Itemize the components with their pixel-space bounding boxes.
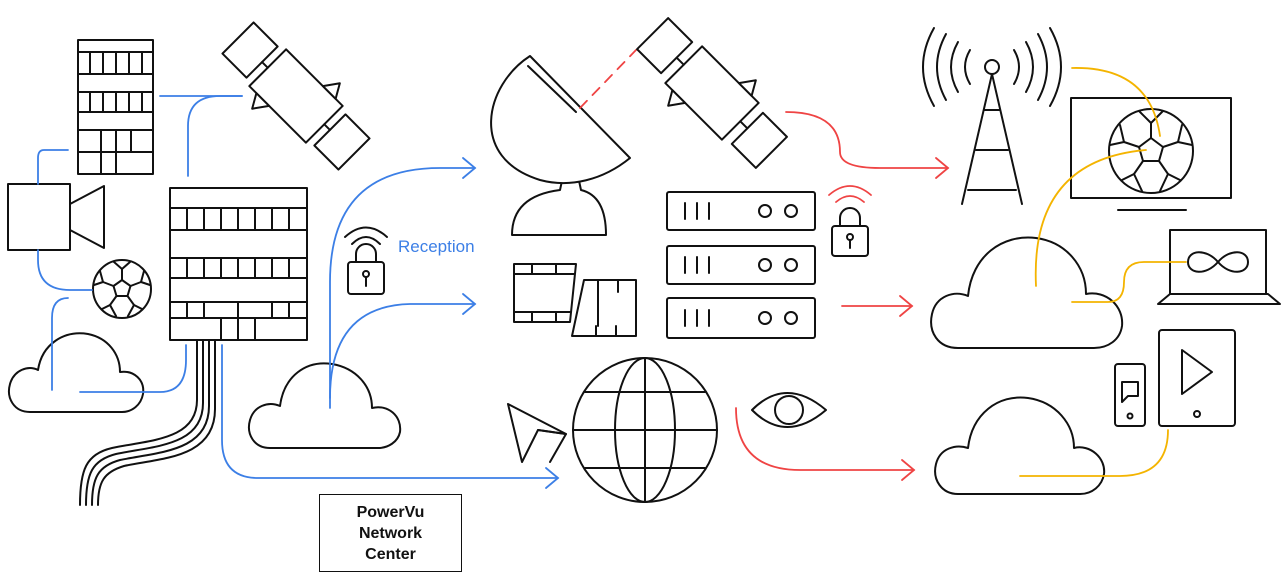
network-center-label: PowerVu Network Center [319, 494, 462, 572]
video-camera-icon [7, 183, 105, 251]
padlock-icon-reception [344, 226, 388, 295]
globe-icon [572, 357, 718, 503]
server-rack-icon [666, 191, 816, 339]
network-center-line-1: PowerVu [356, 503, 425, 521]
headquarters-building-icon [169, 187, 308, 341]
phone-icon [1114, 363, 1146, 427]
satellite-icon-left [221, 21, 371, 171]
cloud-icon-center-left [248, 362, 402, 449]
soccer-ball-icon-left [92, 259, 152, 319]
office-building-icon [77, 39, 154, 175]
fiber-cables-icon [79, 339, 216, 506]
broadcast-tower-icon [922, 27, 1062, 205]
paper-plane-icon [507, 403, 567, 463]
uplink-connections [37, 95, 560, 489]
play-icon [1181, 349, 1213, 395]
cloud-icon-right-top [930, 236, 1124, 349]
satellite-icon-center [636, 17, 788, 169]
delivery-connections [1019, 67, 1187, 477]
tablet-icon [1158, 329, 1236, 427]
infinity-icon [1187, 251, 1249, 273]
satellite-dish-icon [490, 49, 637, 236]
eye-icon [751, 392, 827, 428]
receiver-card-icon [513, 263, 637, 337]
network-center-line-3: Center [365, 545, 416, 563]
laptop-icon [1157, 229, 1281, 305]
distribution-connections [735, 111, 950, 481]
reception-label: Reception [398, 237, 475, 256]
cloud-icon-left [8, 332, 145, 413]
padlock-icon-secure [828, 185, 872, 257]
soccer-ball-icon-monitor [1108, 108, 1194, 194]
network-center-line-2: Network [358, 524, 423, 542]
cloud-icon-right-bottom [934, 396, 1106, 495]
monitor-icon [1070, 97, 1232, 211]
